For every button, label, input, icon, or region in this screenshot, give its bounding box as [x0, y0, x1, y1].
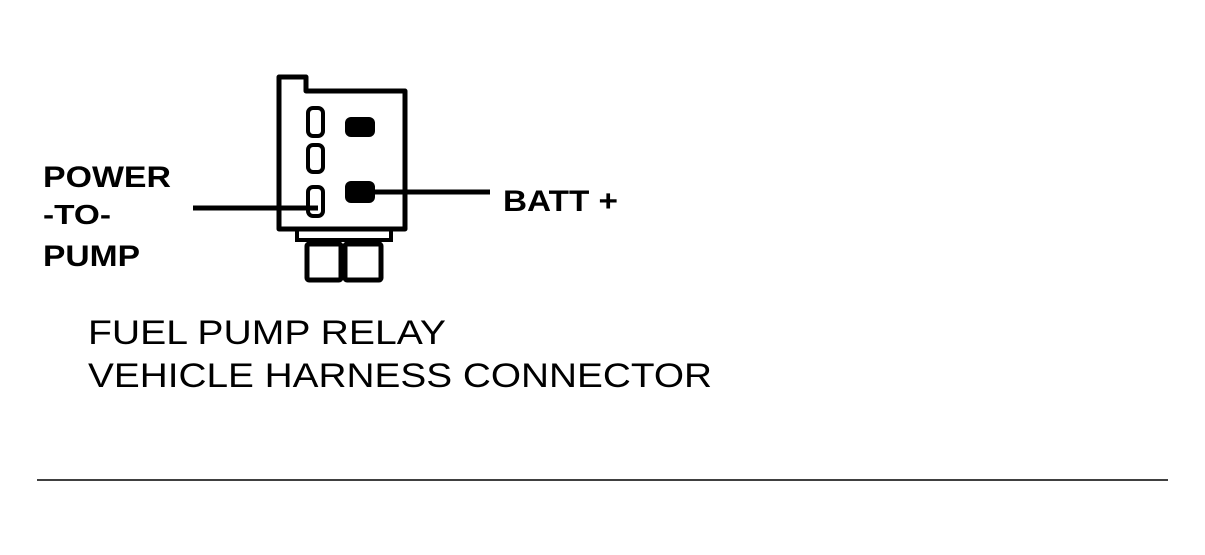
caption-line1: FUEL PUMP RELAY	[88, 314, 446, 352]
connector-latch-right	[342, 241, 384, 283]
connector-latch-bridge	[295, 229, 393, 242]
power-label-line3: PUMP	[43, 240, 140, 273]
terminal-cavity-left-bottom	[306, 185, 325, 218]
connector-housing	[276, 74, 408, 232]
caption-line2: VEHICLE HARNESS CONNECTOR	[88, 357, 712, 395]
power-label-line1: POWER	[43, 161, 171, 194]
batt-label: BATT +	[503, 185, 618, 218]
terminal-cavity-left-top	[306, 106, 325, 138]
power-label-line2: -TO-	[43, 199, 111, 230]
connector-latch-left	[304, 241, 344, 283]
terminal-cavity-left-middle	[306, 143, 325, 174]
terminal-pin-right-top	[345, 117, 375, 137]
